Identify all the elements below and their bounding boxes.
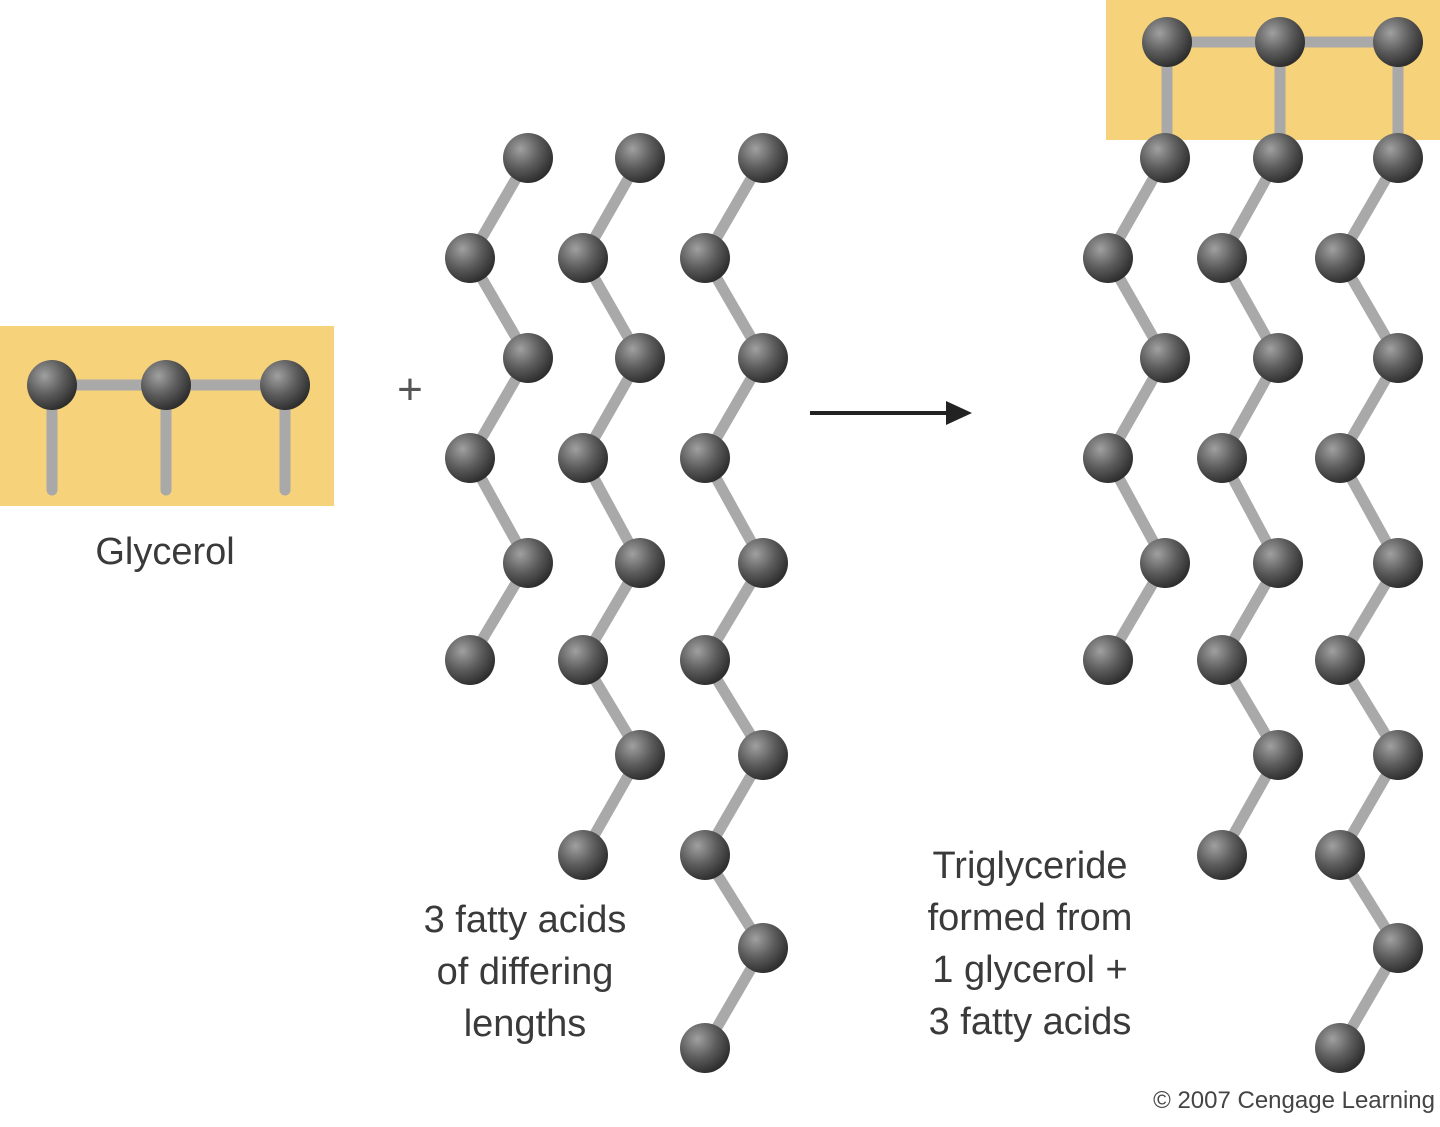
triglyceride-chain-3-atom <box>1315 1023 1365 1073</box>
fatty-acid-chain-1-atom <box>445 233 495 283</box>
fatty-acid-chain-2-atom <box>615 538 665 588</box>
triglyceride-chain-2-atom <box>1197 830 1247 880</box>
triglyceride-glycerol-atom <box>1255 17 1305 67</box>
triglyceride-chain-3-atom <box>1315 830 1365 880</box>
triglyceride-chain-2-atom <box>1197 433 1247 483</box>
plus-sign: + <box>397 365 423 414</box>
triglyceride-chain-2-atom <box>1253 133 1303 183</box>
triglyceride-chain-3-atom <box>1373 923 1423 973</box>
fatty-acid-chain-3-atom <box>738 538 788 588</box>
fatty-acid-chain-3-atom <box>738 133 788 183</box>
triglyceride-glycerol-atom <box>1373 17 1423 67</box>
fatty-acid-chain-3-atom <box>680 1023 730 1073</box>
glycerol-carbon-atom <box>141 360 191 410</box>
fatty-acid-chain-2-atom <box>558 433 608 483</box>
fatty-acid-chain-3-atom <box>738 923 788 973</box>
copyright-notice: © 2007 Cengage Learning <box>1153 1087 1435 1114</box>
triglyceride-label: Triglyceride formed from 1 glycerol + 3 … <box>927 845 1133 1043</box>
triglyceride-chain-3-atom <box>1315 233 1365 283</box>
fatty-acid-chain-1-atom <box>503 538 553 588</box>
fatty-acid-chain-2-atom <box>558 830 608 880</box>
triglyceride-glycerol-atom <box>1142 17 1192 67</box>
triglyceride-chain-3-atom <box>1373 133 1423 183</box>
fatty-acid-chain-2-atom <box>615 133 665 183</box>
triglyceride-chain-3-atom <box>1373 538 1423 588</box>
triglyceride-chain-3-atom <box>1315 635 1365 685</box>
triglyceride-chain-2-atom <box>1253 730 1303 780</box>
fatty-acid-chain-2-atom <box>615 333 665 383</box>
triglyceride-chain-1-atom <box>1083 233 1133 283</box>
fatty-acid-chain-3-atom <box>680 830 730 880</box>
fatty-acid-chain-1-atom <box>445 433 495 483</box>
fatty-acid-chain-1-atom <box>503 133 553 183</box>
fatty-acids-label: 3 fatty acids of differing lengths <box>423 899 627 1045</box>
triglyceride-chain-2-atom <box>1197 233 1247 283</box>
reaction-arrow-icon <box>810 401 972 425</box>
fatty-acid-chain-1-atom <box>445 635 495 685</box>
glycerol-carbon-atom <box>260 360 310 410</box>
fatty-acid-chain-3-atom <box>680 635 730 685</box>
triglyceride-chain-3-atom <box>1373 730 1423 780</box>
fatty-acid-chain-3-atom <box>680 433 730 483</box>
triglyceride-chain-3-atom <box>1315 433 1365 483</box>
fatty-acid-chain-1-atom <box>503 333 553 383</box>
triglyceride-chain-2-atom <box>1253 333 1303 383</box>
triglyceride-chain-1-atom <box>1083 433 1133 483</box>
triglyceride-chain-1-atom <box>1140 333 1190 383</box>
triglyceride-chain-1-atom <box>1083 635 1133 685</box>
fatty-acid-chain-3-atom <box>680 233 730 283</box>
triglyceride-chain-1-atom <box>1140 538 1190 588</box>
triglyceride-chain-3-atom <box>1373 333 1423 383</box>
fatty-acid-chain-2-atom <box>558 233 608 283</box>
fatty-acid-chain-2-atom <box>615 730 665 780</box>
fatty-acid-chain-3-atom <box>738 730 788 780</box>
glycerol-carbon-atom <box>27 360 77 410</box>
fatty-acid-chain-3-atom <box>738 333 788 383</box>
fatty-acid-chain-2-atom <box>558 635 608 685</box>
triglyceride-chain-1-atom <box>1140 133 1190 183</box>
triglyceride-chain-2-atom <box>1253 538 1303 588</box>
glycerol-label: Glycerol <box>95 531 235 573</box>
triglyceride-chain-2-atom <box>1197 635 1247 685</box>
